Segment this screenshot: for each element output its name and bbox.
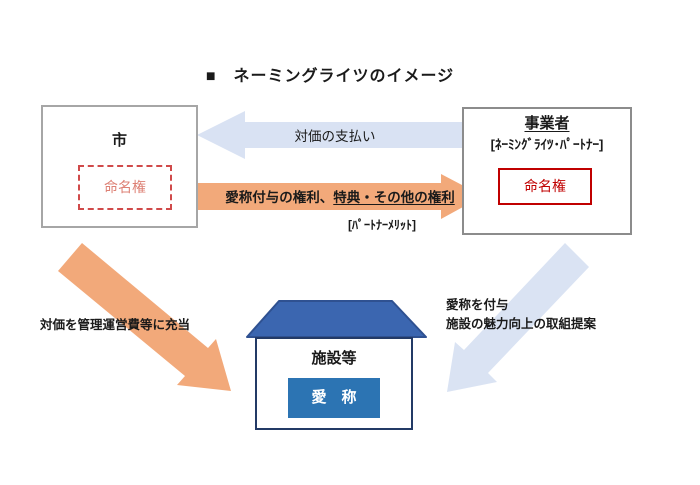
facility-label: 施設等: [311, 350, 357, 367]
operator-to-facility-label-line2: 施設の魅力向上の取組提案: [446, 317, 597, 331]
operator-label: 事業者: [524, 115, 570, 132]
operator-to-facility-label-line1: 愛称を付与: [446, 298, 509, 312]
city-to-facility-label: 対価を管理運営費等に充当: [40, 318, 191, 332]
city-label: 市: [111, 132, 127, 149]
nickname-box: 愛 称: [288, 378, 380, 418]
operator-to-facility-label: 愛称を付与 施設の魅力向上の取組提案: [446, 296, 626, 334]
payment-arrow-label: 対価の支払い: [294, 129, 376, 144]
facility-roof: [246, 300, 427, 338]
operator-subtitle: [ﾈｰﾐﾝｸﾞﾗｲﾂ･ﾊﾟｰﾄﾅｰ]: [490, 137, 604, 152]
operator-to-facility-arrow-shape: [447, 243, 589, 392]
rights-arrow-label: 愛称付与の権利、特典・その他の権利: [200, 186, 480, 206]
payment-arrow-shape: [197, 111, 462, 159]
city-naming-right-box: 命名権: [78, 165, 172, 210]
city-to-facility-arrow-shape: [58, 243, 231, 391]
rights-arrow-label-head: 愛称付与の権利、: [225, 190, 334, 205]
partner-merit-note: [ﾊﾟｰﾄﾅｰﾒﾘｯﾄ]: [348, 218, 416, 232]
operator-naming-right-box: 命名権: [498, 168, 592, 205]
page-title: ■ ネーミングライツのイメージ: [205, 68, 455, 85]
rights-arrow-shape: [196, 174, 483, 219]
rights-arrow-label-underlined: 特典・その他の権利: [333, 190, 455, 205]
